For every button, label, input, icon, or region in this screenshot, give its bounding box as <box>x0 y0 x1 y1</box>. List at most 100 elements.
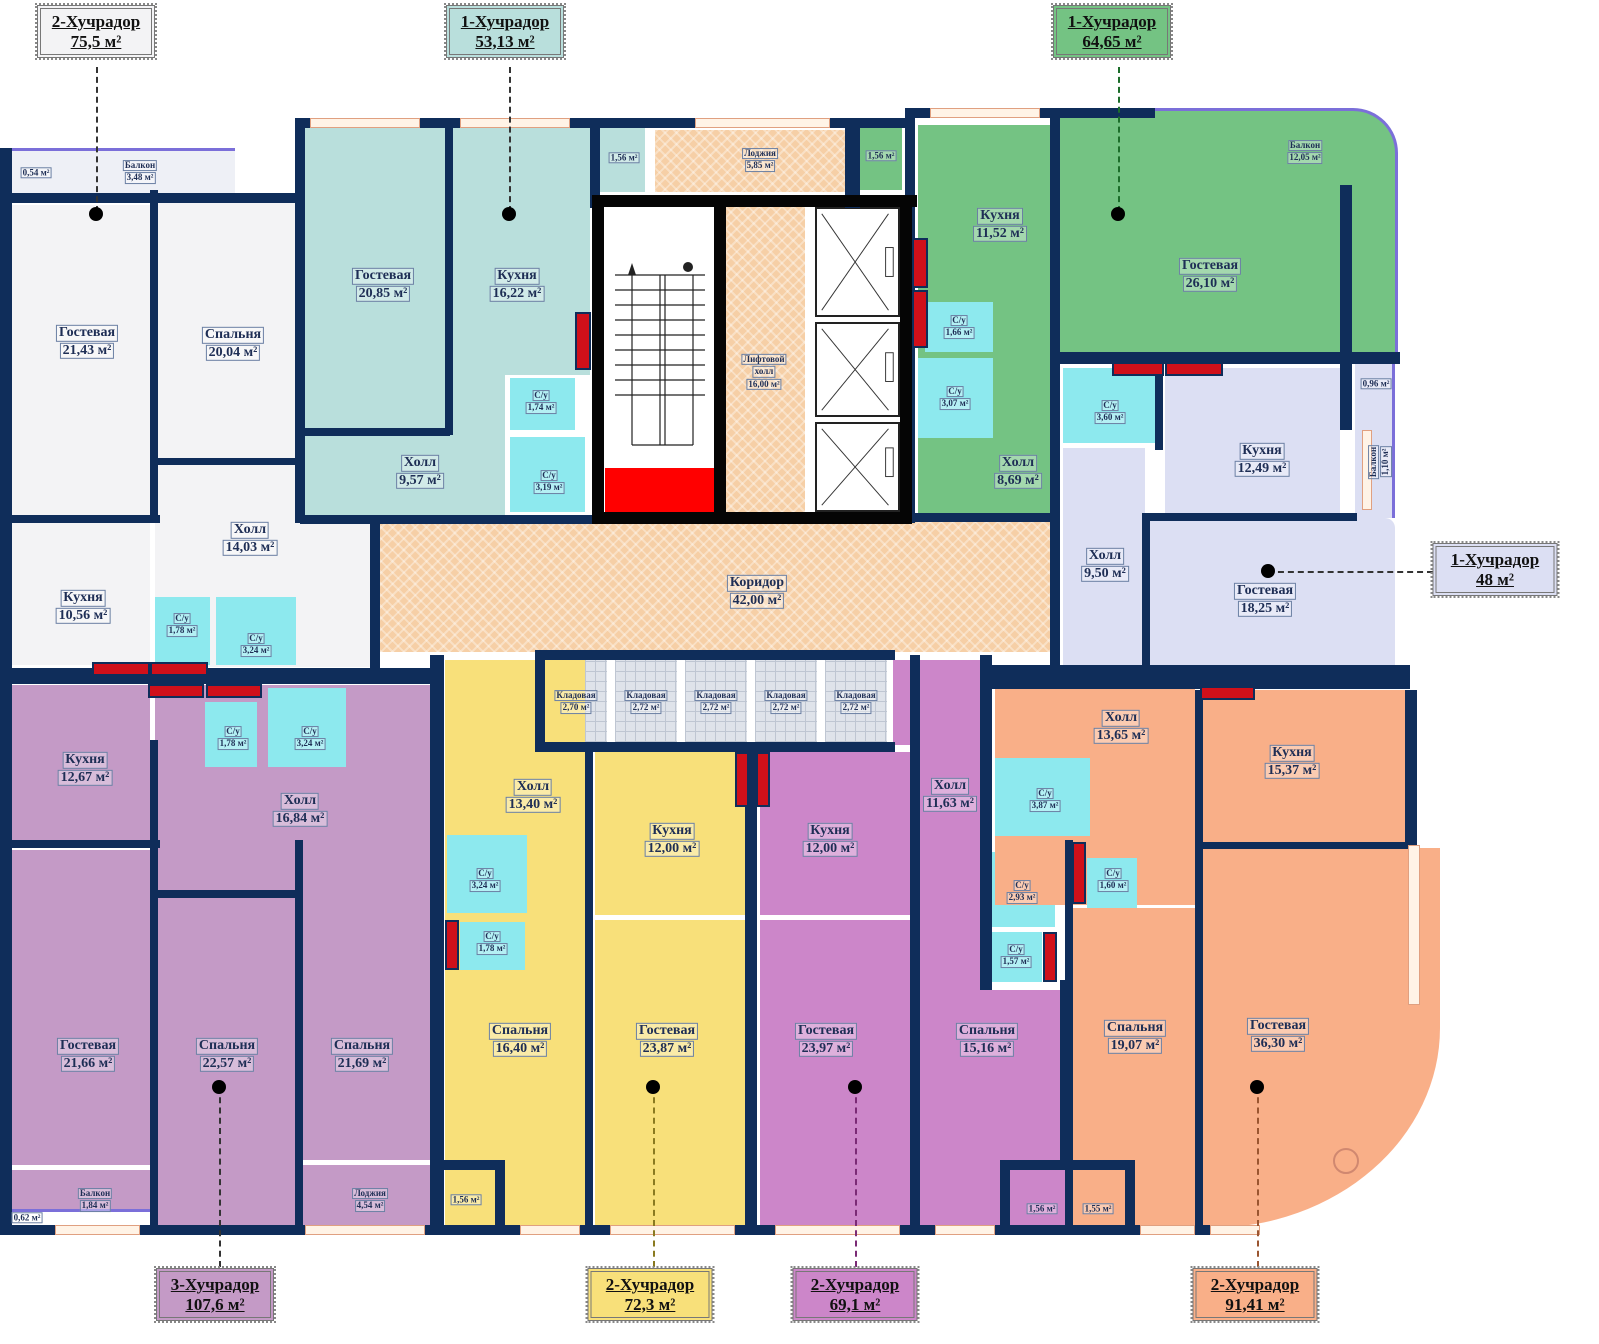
unit-marker-icon <box>848 1080 862 1094</box>
storage-4[interactable] <box>755 660 817 742</box>
wall <box>1142 513 1150 673</box>
room-c-wc2[interactable] <box>918 358 993 438</box>
wall <box>585 745 593 1230</box>
room-g-kitchen[interactable] <box>760 752 910 915</box>
room-g-guest[interactable] <box>760 920 910 1227</box>
room-b-hall[interactable] <box>300 432 505 517</box>
room-b-wc1[interactable] <box>510 378 575 430</box>
room-e-kitchen[interactable] <box>10 685 150 845</box>
wall <box>1065 840 1073 1230</box>
wall <box>1142 513 1357 521</box>
room-d-balcony[interactable] <box>1355 358 1395 518</box>
room-h-balcony[interactable] <box>1070 1170 1130 1225</box>
wall <box>0 840 160 848</box>
room-a-wc1[interactable] <box>155 597 210 665</box>
window <box>775 1225 900 1235</box>
wall <box>0 148 12 1228</box>
room-a-wc2[interactable] <box>216 597 296 665</box>
window <box>695 118 830 128</box>
room-b-balcony[interactable] <box>600 122 645 192</box>
staircase[interactable] <box>605 205 715 465</box>
wall <box>0 668 440 684</box>
vent-shaft <box>575 312 591 370</box>
room-a-balcony[interactable] <box>10 148 235 200</box>
room-a-bedroom[interactable] <box>155 200 295 462</box>
room-a-kitchen[interactable] <box>10 520 150 665</box>
wall <box>1195 690 1203 1230</box>
room-g-hall[interactable] <box>915 660 985 990</box>
wall <box>300 515 600 524</box>
room-e-loggia[interactable] <box>300 1165 435 1227</box>
room-d-wc[interactable] <box>1063 368 1158 443</box>
room-loggia-top[interactable] <box>655 130 845 192</box>
window <box>1362 430 1372 510</box>
storage-2[interactable] <box>615 660 677 742</box>
room-c-kitchen[interactable] <box>918 125 1053 295</box>
room-corridor[interactable] <box>380 522 1050 652</box>
leader-line <box>1118 67 1120 212</box>
room-d-hall[interactable] <box>1063 448 1145 670</box>
storage-3[interactable] <box>685 660 747 742</box>
room-f-wc2[interactable] <box>460 922 525 970</box>
wall <box>445 125 453 435</box>
wall <box>435 1160 500 1170</box>
room-e-bedroom-2[interactable] <box>300 845 435 1160</box>
room-h-kitchen[interactable] <box>1200 690 1410 845</box>
room-c-wc1[interactable] <box>925 302 993 352</box>
wall <box>1155 365 1163 450</box>
core-wall <box>592 195 917 207</box>
room-d-guest[interactable] <box>1150 518 1395 670</box>
room-g-wc2[interactable] <box>990 932 1042 982</box>
wall <box>745 745 757 1230</box>
elevator-3[interactable] <box>815 422 900 512</box>
elevator-1[interactable] <box>815 207 900 317</box>
room-f-wc1[interactable] <box>447 835 527 913</box>
unit-marker-icon <box>502 207 516 221</box>
wall <box>535 742 895 752</box>
unit-marker-icon <box>1261 564 1275 578</box>
room-h-wc2[interactable] <box>1087 858 1137 910</box>
wall <box>1405 690 1417 845</box>
room-f-bedroom[interactable] <box>445 975 585 1227</box>
room-g-balcony[interactable] <box>1020 1170 1065 1225</box>
elevator-2[interactable] <box>815 322 900 417</box>
wall <box>980 655 992 990</box>
room-h-wc1[interactable] <box>995 758 1090 836</box>
core-wall <box>714 205 726 520</box>
unit-marker-icon <box>646 1080 660 1094</box>
stair-fire-zone <box>605 468 715 513</box>
room-b-guest[interactable] <box>300 125 445 430</box>
window <box>1408 845 1420 1005</box>
room-e-wc2[interactable] <box>268 688 346 767</box>
room-b-kitchen[interactable] <box>450 125 590 375</box>
room-d-kitchen[interactable] <box>1165 368 1340 513</box>
room-e-balcony[interactable] <box>10 1170 155 1212</box>
vent-shaft <box>206 684 262 698</box>
room-a-guest[interactable] <box>10 205 150 515</box>
room-h-guest[interactable] <box>1200 848 1440 1228</box>
room-e-bedroom-1[interactable] <box>155 897 295 1227</box>
wall <box>155 890 300 898</box>
elevator-cross-icon <box>821 328 894 411</box>
room-e-guest[interactable] <box>10 850 150 1165</box>
storage-5[interactable] <box>825 660 887 742</box>
room-f-guest[interactable] <box>595 920 745 1227</box>
room-f-kitchen[interactable] <box>595 750 745 915</box>
wall <box>295 118 305 523</box>
room-b-wc2[interactable] <box>510 437 585 512</box>
room-c-balcony-small[interactable] <box>860 122 902 190</box>
vent-shaft <box>1112 362 1164 376</box>
room-lift-hall[interactable] <box>725 205 805 513</box>
window <box>610 1225 735 1235</box>
wall <box>1050 118 1060 678</box>
core-wall <box>592 195 604 523</box>
room-e-wc1[interactable] <box>205 702 257 767</box>
